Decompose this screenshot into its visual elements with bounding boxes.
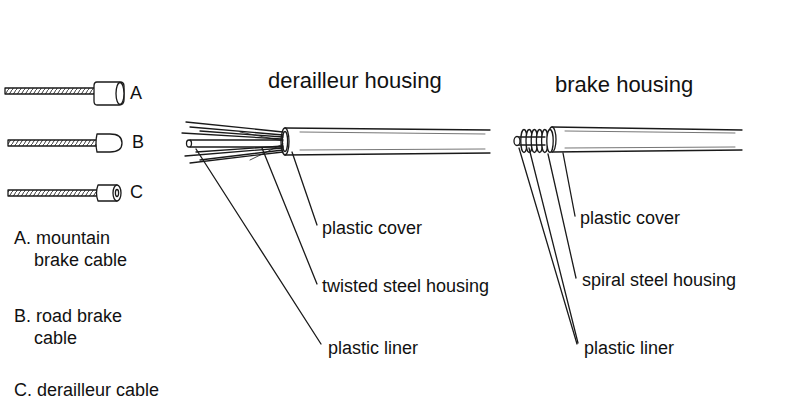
brake-housing: [547, 130, 553, 153]
mountain-brake-cable: [5, 82, 124, 105]
derailleur-housing: [285, 128, 490, 130]
derailleur-cable: [113, 185, 121, 201]
part-label: plastic liner: [584, 338, 674, 360]
mountain-brake-cable: [5, 88, 97, 94]
legend-text: B. road brake cable: [14, 306, 146, 349]
road-brake-cable: [8, 134, 122, 152]
callout-letter: A: [130, 83, 142, 105]
derailleur-housing: [182, 133, 282, 139]
mountain-brake-cable: [94, 82, 124, 105]
leader-line: [196, 148, 578, 344]
leader-line: [262, 148, 317, 284]
brake-housing: [552, 127, 742, 130]
legend-text: A. mountain brake cable: [14, 228, 146, 271]
legend-text: C. derailleur cable: [14, 380, 159, 402]
brake-housing: [565, 131, 735, 133]
brake-housing: [521, 130, 553, 153]
derailleur-housing: [200, 150, 283, 160]
brake-housing: [518, 144, 545, 145]
leader-line: [519, 148, 577, 344]
heading-label: brake housing: [555, 72, 693, 98]
part-label: plastic liner: [328, 338, 418, 360]
derailleur-housing: [190, 139, 283, 140]
callout-letter: C: [130, 182, 143, 204]
derailleur-housing: [300, 149, 485, 150]
brake-housing: [518, 136, 545, 137]
road-brake-cable: [96, 134, 122, 152]
brake-housing: [552, 150, 742, 152]
road-brake-cable: [8, 140, 98, 146]
derailleur-housing: [190, 146, 283, 147]
part-label: spiral steel housing: [582, 270, 736, 292]
leader-line: [196, 149, 321, 344]
cable-illustration: [5, 82, 742, 344]
leader-line: [563, 153, 575, 216]
mountain-brake-cable: [116, 83, 124, 105]
leader-line: [529, 148, 578, 343]
part-label: twisted steel housing: [322, 276, 489, 298]
callout-letter: B: [132, 132, 144, 154]
derailleur-cable: [8, 185, 121, 201]
heading-label: derailleur housing: [268, 68, 442, 94]
brake-housing: [514, 127, 742, 153]
part-label: plastic cover: [322, 218, 422, 240]
derailleur-cable: [8, 190, 98, 196]
part-label: plastic cover: [580, 208, 680, 230]
derailleur-housing: [285, 153, 490, 155]
leader-line: [292, 152, 317, 225]
derailleur-housing: [187, 140, 192, 147]
brake-housing: [514, 137, 520, 146]
derailleur-cable: [115, 190, 118, 197]
brake-housing: [565, 147, 735, 148]
derailleur-housing: [182, 122, 490, 163]
derailleur-housing: [300, 132, 485, 134]
